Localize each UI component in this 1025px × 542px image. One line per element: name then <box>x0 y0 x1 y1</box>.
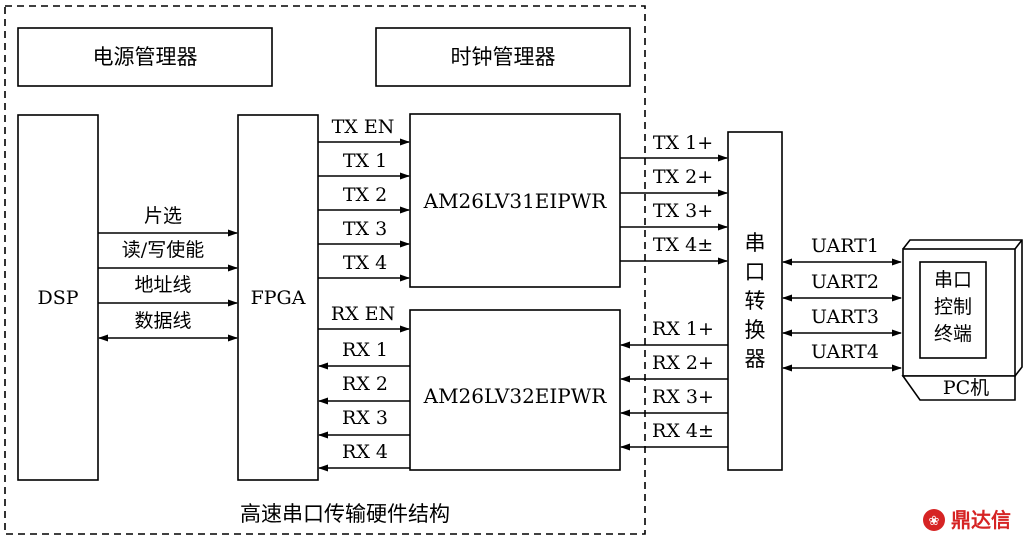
address-bus-label: 地址线 <box>134 274 191 296</box>
uart1-label: UART1 <box>811 235 879 257</box>
data-bus-label: 数据线 <box>134 310 191 332</box>
uart-links: UART1 UART2 UART3 UART4 <box>782 235 902 372</box>
uart3-label: UART3 <box>811 306 879 328</box>
clock-manager-label: 时钟管理器 <box>451 45 556 69</box>
converter-char-1: 串 <box>745 231 766 255</box>
tx-en-label: TX EN <box>332 116 395 138</box>
tx4pm-label: TX 4± <box>653 234 713 256</box>
tx3p-label: TX 3+ <box>653 200 713 222</box>
rx3-label: RX 3 <box>342 407 388 429</box>
hardware-frame <box>4 5 646 535</box>
fpga-tx-signals: TX EN TX 1 TX 2 TX 3 TX 4 <box>318 116 410 282</box>
dsp-block: DSP <box>17 114 99 481</box>
rx-receiver-chip: AM26LV32EIPWR <box>409 309 621 471</box>
converter-char-5: 器 <box>745 347 766 371</box>
watermark-badge-glyph: ❀ <box>929 514 940 529</box>
tx-chip-label: AM26LV31EIPWR <box>423 189 608 213</box>
watermark-logo: ❀ 鼎达信 <box>923 508 1011 532</box>
rx1p-label: RX 1+ <box>652 318 714 340</box>
monitor-base <box>901 375 1016 401</box>
tx3-label: TX 3 <box>343 218 387 240</box>
fpga-label: FPGA <box>251 287 306 309</box>
monitor-corner-edge <box>1014 239 1023 250</box>
tx-driver-chip: AM26LV31EIPWR <box>409 113 621 288</box>
uart4-label: UART4 <box>811 341 879 363</box>
power-manager-block: 电源管理器 <box>17 27 273 87</box>
terminal-label-line-1: 串口 <box>934 269 972 291</box>
watermark-badge-icon <box>923 509 945 531</box>
rx-diff-signals: RX 1+ RX 2+ RX 3+ RX 4± <box>620 318 728 451</box>
clock-manager-block: 时钟管理器 <box>375 27 631 87</box>
converter-char-2: 口 <box>745 260 766 284</box>
rw-enable-label: 读/写使能 <box>122 239 204 261</box>
monitor-screen <box>919 261 987 359</box>
rx2-label: RX 2 <box>342 373 388 395</box>
converter-char-3: 转 <box>745 289 766 313</box>
terminal-label-line-2: 控制 <box>934 296 972 318</box>
watermark-text: 鼎达信 <box>951 508 1011 532</box>
rx4-label: RX 4 <box>342 441 388 463</box>
dsp-label: DSP <box>37 287 78 309</box>
tx1p-label: TX 1+ <box>653 132 713 154</box>
pc-monitor-icon: 串口 控制 终端 PC机 <box>901 239 1023 401</box>
rx3p-label: RX 3+ <box>652 386 714 408</box>
tx-diff-signals: TX 1+ TX 2+ TX 3+ TX 4± <box>620 132 728 265</box>
tx2-label: TX 2 <box>343 184 387 206</box>
chip-select-label: 片选 <box>144 205 182 227</box>
rx4pm-label: RX 4± <box>652 420 714 442</box>
rx2p-label: RX 2+ <box>652 352 714 374</box>
uart2-label: UART2 <box>811 271 879 293</box>
terminal-label-line-3: 终端 <box>934 323 972 345</box>
rx1-label: RX 1 <box>342 339 388 361</box>
converter-char-4: 换 <box>745 318 766 342</box>
fpga-block: FPGA <box>237 114 319 481</box>
tx1-label: TX 1 <box>343 150 387 172</box>
tx4-label: TX 4 <box>343 252 387 274</box>
pc-label: PC机 <box>943 377 989 399</box>
dsp-fpga-bus: 片选 读/写使能 地址线 数据线 <box>98 205 238 342</box>
tx2p-label: TX 2+ <box>653 166 713 188</box>
serial-converter-block: 串 口 转 换 器 <box>727 131 783 471</box>
rx-chip-label: AM26LV32EIPWR <box>423 384 608 408</box>
frame-title: 高速串口传输硬件结构 <box>240 502 450 526</box>
power-manager-label: 电源管理器 <box>93 45 198 69</box>
fpga-rx-signals: RX EN RX 1 RX 2 RX 3 RX 4 <box>318 303 410 472</box>
rx-en-label: RX EN <box>331 303 395 325</box>
